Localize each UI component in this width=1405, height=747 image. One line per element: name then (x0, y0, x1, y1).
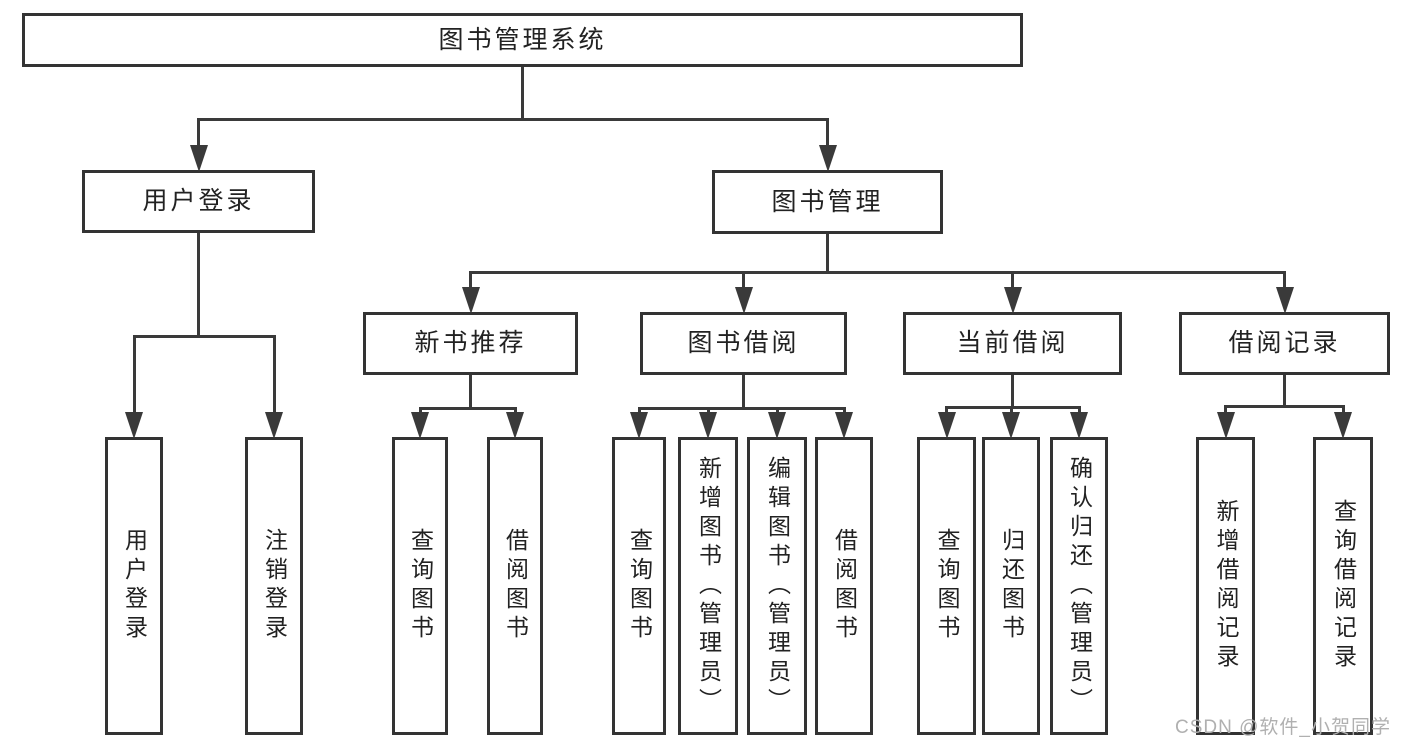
node-label: 新书推荐 (414, 330, 527, 357)
node-label: 借阅记录 (1228, 330, 1341, 357)
arrowhead-down-icon (937, 412, 956, 439)
node-l-login: 用户登录 (105, 437, 163, 735)
connector-line (1283, 375, 1286, 408)
node-label: 图书借阅 (687, 330, 800, 357)
connector-line (418, 407, 422, 412)
connector-line (826, 234, 829, 274)
arrowhead-down-icon (1334, 412, 1352, 439)
connector-line (418, 407, 517, 410)
arrowhead-down-icon (1216, 412, 1235, 439)
node-borrow: 图书借阅 (640, 312, 847, 375)
connector-line (775, 407, 779, 412)
node-r-query: 查询借阅记录 (1313, 437, 1373, 735)
node-n-borrow: 借阅图书 (487, 437, 543, 735)
arrowhead-down-icon (265, 412, 283, 439)
node-l-logout: 注销登录 (245, 437, 303, 735)
arrowhead-down-icon (768, 412, 786, 439)
connector-line (637, 407, 641, 412)
arrowhead-down-icon (1275, 287, 1294, 314)
node-label: 用户登录 (142, 188, 255, 215)
node-login: 用户登录 (82, 170, 315, 233)
node-current: 当前借阅 (903, 312, 1122, 375)
node-record: 借阅记录 (1179, 312, 1390, 375)
node-label: 查询图书 (407, 528, 433, 644)
connector-line (272, 335, 276, 412)
arrowhead-down-icon (411, 412, 429, 439)
node-root: 图书管理系统 (22, 13, 1023, 67)
node-b-borrow: 借阅图书 (815, 437, 873, 735)
watermark: CSDN @软件_小贺同学 (1175, 717, 1391, 738)
node-label: 图书管理 (771, 188, 884, 216)
node-label: 归还图书 (998, 528, 1024, 644)
arrowhead-down-icon (1003, 287, 1022, 314)
node-label: 图书管理系统 (438, 26, 607, 54)
arrowhead-down-icon (506, 412, 524, 439)
node-label: 查询图书 (934, 528, 959, 644)
connector-line (826, 118, 829, 145)
arrowhead-down-icon (734, 287, 753, 314)
connector-line (1224, 405, 1227, 412)
connector-line (513, 407, 517, 412)
node-label: 查询借阅记录 (1330, 499, 1356, 673)
arrowhead-down-icon (125, 412, 143, 439)
node-label: 新增借阅记录 (1213, 499, 1238, 673)
arrowhead-down-icon (699, 412, 717, 439)
arrowhead-down-icon (818, 145, 837, 172)
node-b-query: 查询图书 (612, 437, 666, 735)
arrowhead-down-icon (1002, 412, 1020, 439)
connector-line (842, 407, 846, 412)
node-label: 查询图书 (626, 528, 652, 644)
arrowhead-down-icon (835, 412, 853, 439)
connector-line (469, 375, 472, 410)
connector-line (1009, 406, 1013, 412)
connector-line (197, 118, 829, 121)
connector-line (1224, 405, 1345, 408)
node-label: 借阅图书 (831, 528, 857, 644)
arrowhead-down-icon (1070, 412, 1088, 439)
connector-line (132, 335, 136, 412)
node-label: 借阅图书 (502, 528, 528, 644)
connector-line (1341, 405, 1345, 412)
arrowhead-down-icon (461, 287, 480, 314)
node-b-edit: 编辑图书（管理员） (747, 437, 807, 735)
node-label: 注销登录 (261, 528, 287, 644)
connector-line (945, 406, 948, 412)
arrowhead-down-icon (189, 145, 208, 172)
node-label: 新增图书（管理员） (695, 455, 721, 717)
node-mgmt: 图书管理 (712, 170, 943, 234)
node-label: 编辑图书（管理员） (764, 455, 790, 717)
connector-line (742, 375, 745, 410)
node-r-add: 新增借阅记录 (1196, 437, 1255, 735)
node-label: 当前借阅 (956, 330, 1069, 357)
node-c-return: 归还图书 (982, 437, 1040, 735)
connector-line (706, 407, 710, 412)
connector-line (742, 271, 745, 287)
connector-line (469, 271, 472, 287)
connector-line (197, 233, 200, 338)
connector-line (945, 406, 1081, 409)
node-label: 确认归还（管理员） (1066, 455, 1092, 717)
node-b-add: 新增图书（管理员） (678, 437, 738, 735)
connector-line (469, 271, 1286, 274)
connector-line (521, 67, 524, 121)
connector-line (1011, 375, 1014, 409)
connector-line (132, 335, 276, 338)
node-label: 用户登录 (121, 528, 147, 644)
node-c-query: 查询图书 (917, 437, 976, 735)
node-c-confirm: 确认归还（管理员） (1050, 437, 1108, 735)
connector-line (1283, 271, 1286, 287)
arrowhead-down-icon (630, 412, 648, 439)
connector-line (197, 118, 200, 145)
connector-line (1077, 406, 1081, 412)
connector-line (637, 407, 846, 410)
connector-line (1011, 271, 1014, 287)
node-newrec: 新书推荐 (363, 312, 578, 375)
node-n-query: 查询图书 (392, 437, 448, 735)
